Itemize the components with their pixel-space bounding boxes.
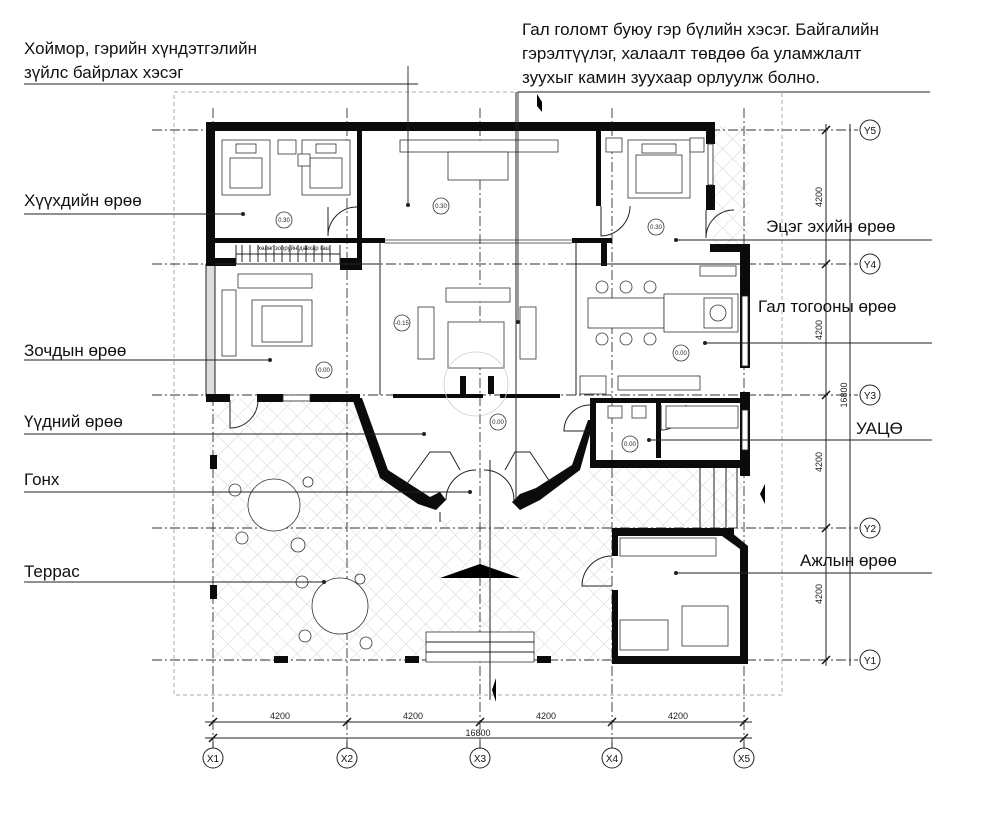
axis-label-y4: Y4 — [864, 260, 877, 271]
level-entrance: 0.00 — [492, 420, 504, 426]
dim-y-bay-2: 4200 — [814, 320, 824, 340]
dim-x-bay-2: 4200 — [403, 711, 423, 721]
annotation-leaders — [24, 66, 932, 584]
dim-x-total: 16800 — [465, 728, 490, 738]
level-markers: 0.30 0.30 0.30 -0.15 0.00 0.00 0.00 0.00… — [258, 197, 690, 453]
label-work-room: Ажлын өрөө — [800, 551, 897, 570]
stair-note: хөлөг зооруйн давхар гаш — [258, 245, 331, 252]
dim-y-total: 16800 — [839, 382, 849, 407]
walls — [205, 122, 750, 664]
stairs — [241, 245, 331, 262]
axis-bubbles-y: Y5 Y4 Y3 Y2 Y1 — [859, 119, 881, 671]
balcony-paving — [713, 126, 749, 244]
annotation-hearth-line1: Гал голомт буюу гэр бүлийн хэсэг. Байгал… — [522, 20, 879, 39]
windows — [282, 143, 749, 451]
axis-label-x1: X1 — [207, 754, 220, 765]
dim-y-bay-4: 4200 — [814, 584, 824, 604]
axis-label-y1: Y1 — [864, 656, 877, 667]
furniture — [221, 92, 765, 702]
axis-label-y5: Y5 — [864, 126, 877, 137]
site-boundary — [173, 91, 783, 696]
axis-bubbles-x: X1 X2 X3 X4 X5 — [202, 742, 755, 769]
axis-label-x5: X5 — [738, 754, 751, 765]
label-bathroom: УАЦӨ — [856, 419, 903, 438]
axis-label-y3: Y3 — [864, 391, 877, 402]
label-children-room: Хүүхдийн өрөө — [24, 191, 142, 210]
label-porch: Гонх — [24, 470, 60, 489]
annotation-hoimor-line1: Хоймор, гэрийн хүндэтгэлийн — [24, 39, 257, 58]
label-guest-room: Зочдын өрөө — [24, 341, 126, 360]
level-kitchen: 0.00 — [675, 351, 687, 357]
interior-lines — [215, 243, 740, 528]
dim-y-bay-3: 4200 — [814, 452, 824, 472]
dim-x-bay-3: 4200 — [536, 711, 556, 721]
dim-x-bay-1: 4200 — [270, 711, 290, 721]
level-parents: 0.30 — [650, 225, 662, 231]
dimension-chain-x: 4200 4200 4200 4200 16800 — [205, 711, 752, 743]
annotation-hearth-line2: гэрэлтүүлэг, халаалт төвдөө ба уламжлалт — [522, 44, 862, 63]
annotation-hearth-line3: зуухыг камин зуухаар орлуулж болно. — [522, 68, 820, 87]
axis-label-x2: X2 — [341, 754, 354, 765]
label-entrance-room: Үүдний өрөө — [24, 412, 123, 431]
level-living: -0.15 — [395, 321, 409, 327]
dim-x-bay-4: 4200 — [668, 711, 688, 721]
axis-label-x4: X4 — [606, 754, 619, 765]
annotation-hoimor-line2: зүйлс байрлах хэсэг — [24, 63, 183, 82]
level-guest: 0.00 — [318, 368, 330, 374]
label-parents-room: Эцэг эхийн өрөө — [766, 217, 895, 236]
axis-label-y2: Y2 — [864, 524, 877, 535]
dimension-chain-y: 4200 4200 4200 4200 16800 — [814, 124, 851, 666]
axis-label-x3: X3 — [474, 754, 487, 765]
dim-y-bay-1: 4200 — [814, 187, 824, 207]
level-children: 0.30 — [278, 218, 290, 224]
side-walk-paving — [714, 468, 742, 530]
label-kitchen: Гал тогооны өрөө — [758, 297, 896, 316]
level-hoimor: 0.30 — [435, 204, 447, 210]
level-bathroom: 0.00 — [624, 442, 636, 448]
label-terrace: Террас — [24, 562, 80, 581]
